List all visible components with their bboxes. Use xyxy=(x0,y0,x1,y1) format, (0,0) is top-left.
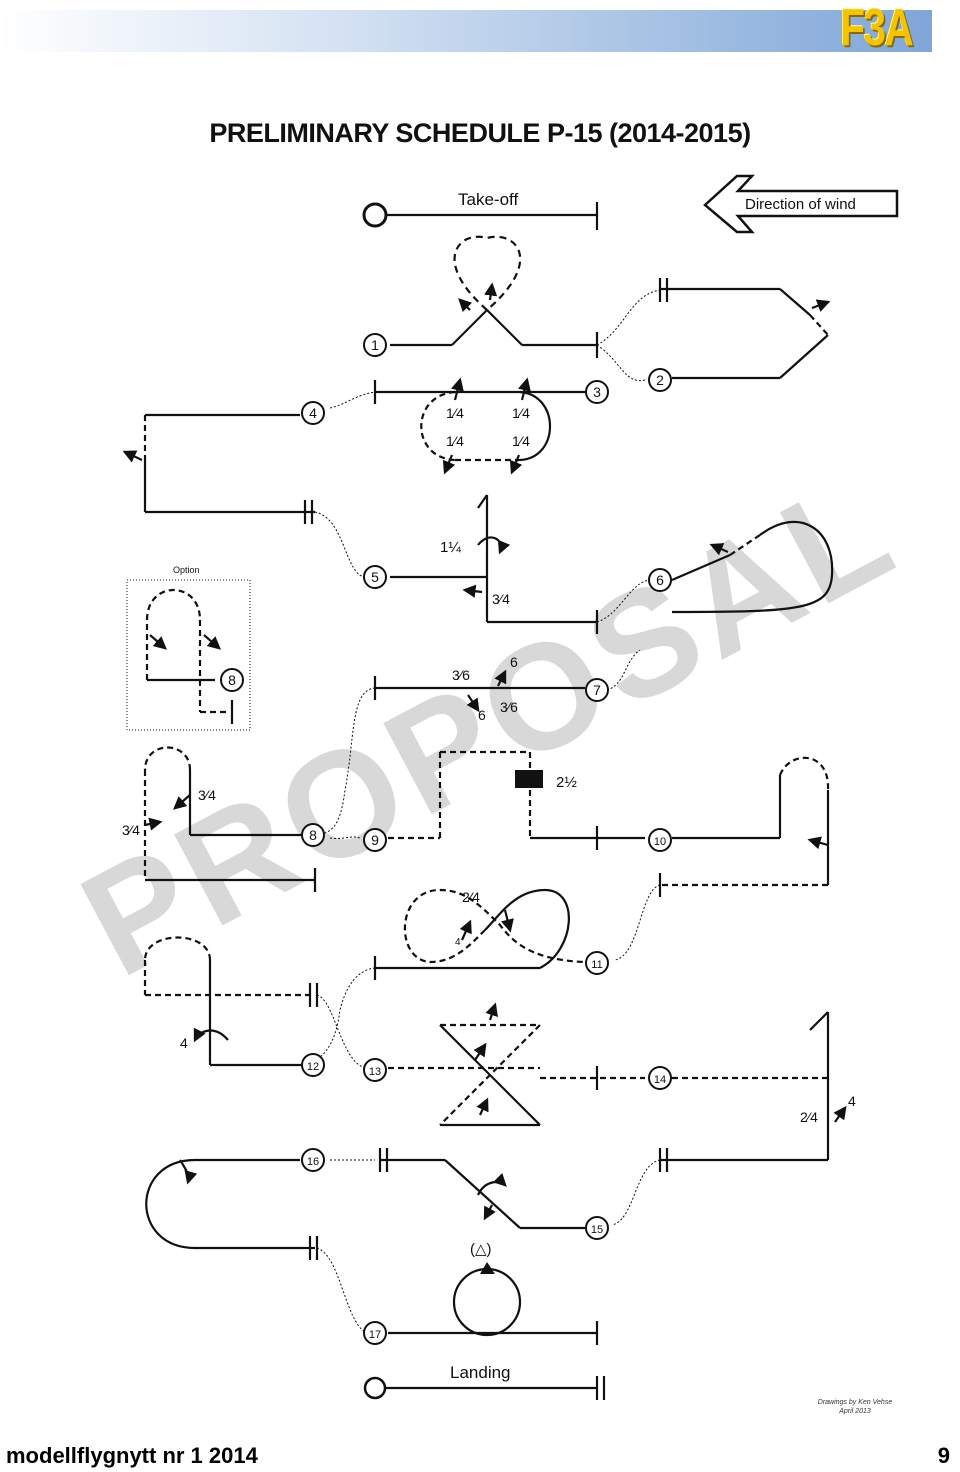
maneuver-number: 13 xyxy=(369,1066,381,1078)
maneuver-number-circle xyxy=(301,401,325,425)
wind-label: Direction of wind xyxy=(745,196,856,213)
header-gradient-bar xyxy=(0,10,932,52)
roll-label: 3⁄4 xyxy=(198,787,216,803)
maneuver-number: 8 xyxy=(228,672,236,688)
roll-label: 4 xyxy=(455,937,461,948)
credit-line: Drawings by Ken Vehse xyxy=(817,1399,893,1406)
maneuver-number-circle xyxy=(648,368,672,392)
roll-label: 6 xyxy=(478,707,486,723)
takeoff-circle xyxy=(362,202,388,228)
maneuver-number-circle xyxy=(363,333,387,357)
footer-page-number: 9 xyxy=(937,1443,950,1468)
maneuver-number: 9 xyxy=(371,832,379,848)
maneuver-number-circle xyxy=(648,568,672,592)
maneuver-number-circle xyxy=(220,668,244,692)
maneuver-number: 8 xyxy=(309,827,317,843)
roll-label: 1⁄4 xyxy=(512,433,530,449)
maneuver-number-circle xyxy=(363,1058,387,1082)
loop-circle xyxy=(452,1267,522,1337)
maneuver-number-circle xyxy=(301,823,325,847)
footer-publication: modellflygnytt nr 1 2014 xyxy=(6,1443,258,1468)
roll-label: 3⁄4 xyxy=(122,822,140,838)
maneuver-number-circle xyxy=(585,678,609,702)
maneuver-number: 6 xyxy=(656,572,664,588)
option-label: Option xyxy=(173,565,200,575)
roll-label: 6 xyxy=(510,654,518,670)
roll-label: 4 xyxy=(180,1035,188,1051)
proposal-watermark: PROPOSAL xyxy=(56,442,921,1008)
maneuver-number-circle xyxy=(585,951,609,975)
roll-label: 2⁄4 xyxy=(800,1109,818,1125)
maneuver-number-circle xyxy=(648,1066,672,1090)
wind-arrow-icon xyxy=(703,174,899,234)
maneuver-number: 14 xyxy=(654,1074,666,1086)
credit-line: April 2013 xyxy=(839,1408,871,1415)
landing-circle xyxy=(363,1376,387,1400)
maneuver-number: 5 xyxy=(371,569,379,585)
maneuver-number-circle xyxy=(363,565,387,589)
maneuver-number-circle xyxy=(363,828,387,852)
maneuver-number: 16 xyxy=(307,1156,319,1168)
maneuver-number-circle xyxy=(585,380,609,404)
maneuver-number: 3 xyxy=(593,384,601,400)
roll-label: 3⁄6 xyxy=(452,667,470,683)
f3a-badge: F3A xyxy=(840,0,914,57)
maneuver-number: 17 xyxy=(369,1329,381,1341)
roll-label: 1⁄4 xyxy=(446,433,464,449)
maneuver-number-circle xyxy=(301,1148,325,1172)
page-title: PRELIMINARY SCHEDULE P-15 (2014-2015) xyxy=(209,118,751,148)
maneuver-number: 15 xyxy=(591,1224,603,1236)
maneuver-number-circle xyxy=(585,1216,609,1240)
roll-label: 2⁄4 xyxy=(462,889,480,905)
maneuver-number: 2 xyxy=(656,372,664,388)
roll-label: 1⁄4 xyxy=(446,405,464,421)
roll-label: 2½ xyxy=(556,774,577,791)
maneuver-number-circle xyxy=(648,828,672,852)
maneuver-number: 7 xyxy=(593,682,601,698)
maneuver-number: 1 xyxy=(371,337,379,353)
takeoff-label: Take-off xyxy=(458,190,518,209)
roll-label: 4 xyxy=(848,1093,856,1109)
maneuver-number: 4 xyxy=(309,405,317,421)
drawing-credit: Drawings by Ken Vehse April 2013 xyxy=(800,1398,910,1416)
roll-label: 3⁄6 xyxy=(500,699,518,715)
triangle-label: (△) xyxy=(470,1241,492,1258)
landing-label: Landing xyxy=(450,1363,511,1382)
option-box xyxy=(126,579,251,731)
roll-label: 1¼ xyxy=(440,539,461,556)
maneuver-number-circle xyxy=(301,1053,325,1077)
roll-label: 3⁄4 xyxy=(492,591,510,607)
maneuver-number: 10 xyxy=(654,836,666,848)
roll-label: 1⁄4 xyxy=(512,405,530,421)
maneuver-number: 11 xyxy=(591,959,602,971)
maneuver-number-circle xyxy=(363,1321,387,1345)
maneuver-number: 12 xyxy=(307,1061,319,1073)
